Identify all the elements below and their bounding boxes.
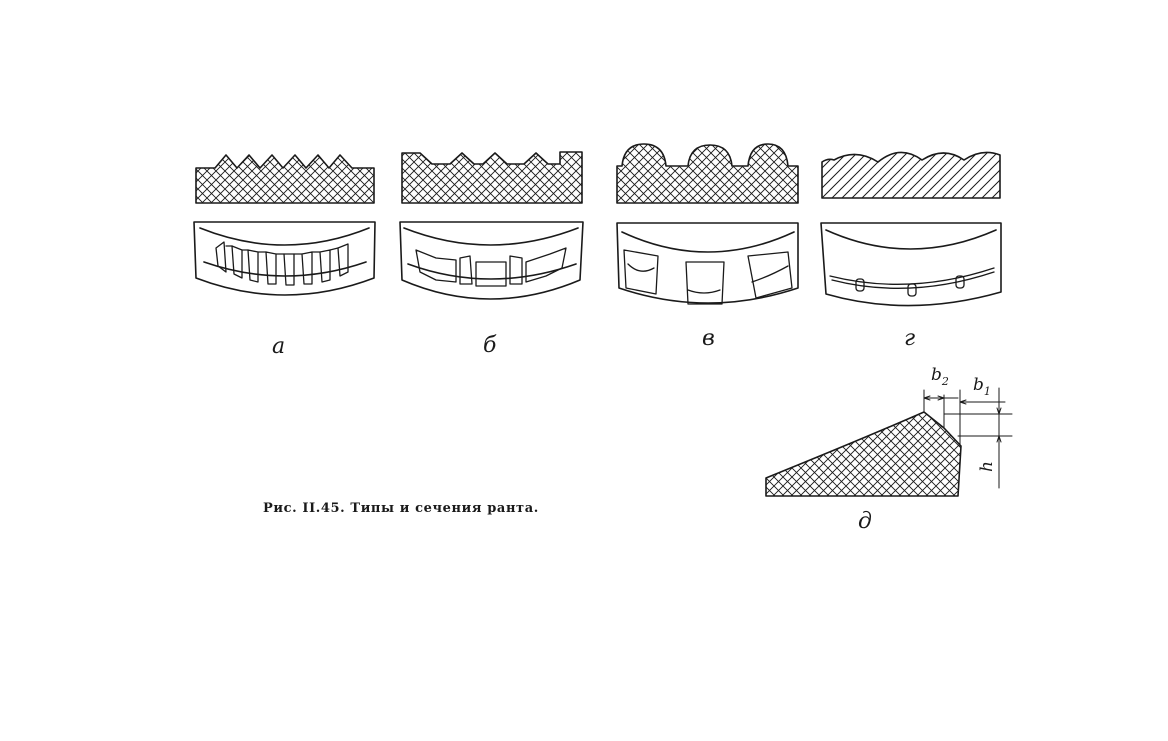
section-v-rounded xyxy=(617,144,798,203)
label-b: б xyxy=(483,333,497,358)
panel-a xyxy=(194,155,375,295)
panel-d xyxy=(766,388,1012,496)
panel-v xyxy=(617,144,798,304)
label-a: а xyxy=(272,334,285,359)
welt-view-b-blocks xyxy=(416,248,566,286)
welt-view-g-cord xyxy=(830,268,994,288)
panel-b xyxy=(400,152,583,299)
welt-view-a-groove xyxy=(200,228,369,245)
welt-view-v-groove xyxy=(622,232,794,252)
welt-view-b-outline xyxy=(400,222,583,299)
welt-view-a-teeth xyxy=(216,242,348,285)
welt-view-g-outline xyxy=(821,223,1001,306)
dim-label-h: h xyxy=(977,461,997,472)
welt-view-g-groove xyxy=(826,230,996,249)
section-d-profile xyxy=(766,412,961,496)
figure-caption: Рис. II.45. Типы и сечения ранта. xyxy=(263,501,539,516)
label-g: г xyxy=(904,326,915,351)
label-d: д xyxy=(858,509,872,534)
label-v: в xyxy=(702,326,715,351)
dim-label-b1: b1 xyxy=(973,375,991,398)
dim-label-b2: b2 xyxy=(931,365,949,388)
welt-view-g-beads xyxy=(856,276,964,296)
section-b-stepped xyxy=(402,152,582,203)
section-g-wavy xyxy=(822,152,1000,198)
section-a-serrated xyxy=(196,155,374,203)
welt-view-b-inner xyxy=(408,264,576,279)
panel-g xyxy=(821,152,1001,305)
welt-view-b-groove xyxy=(404,228,578,245)
